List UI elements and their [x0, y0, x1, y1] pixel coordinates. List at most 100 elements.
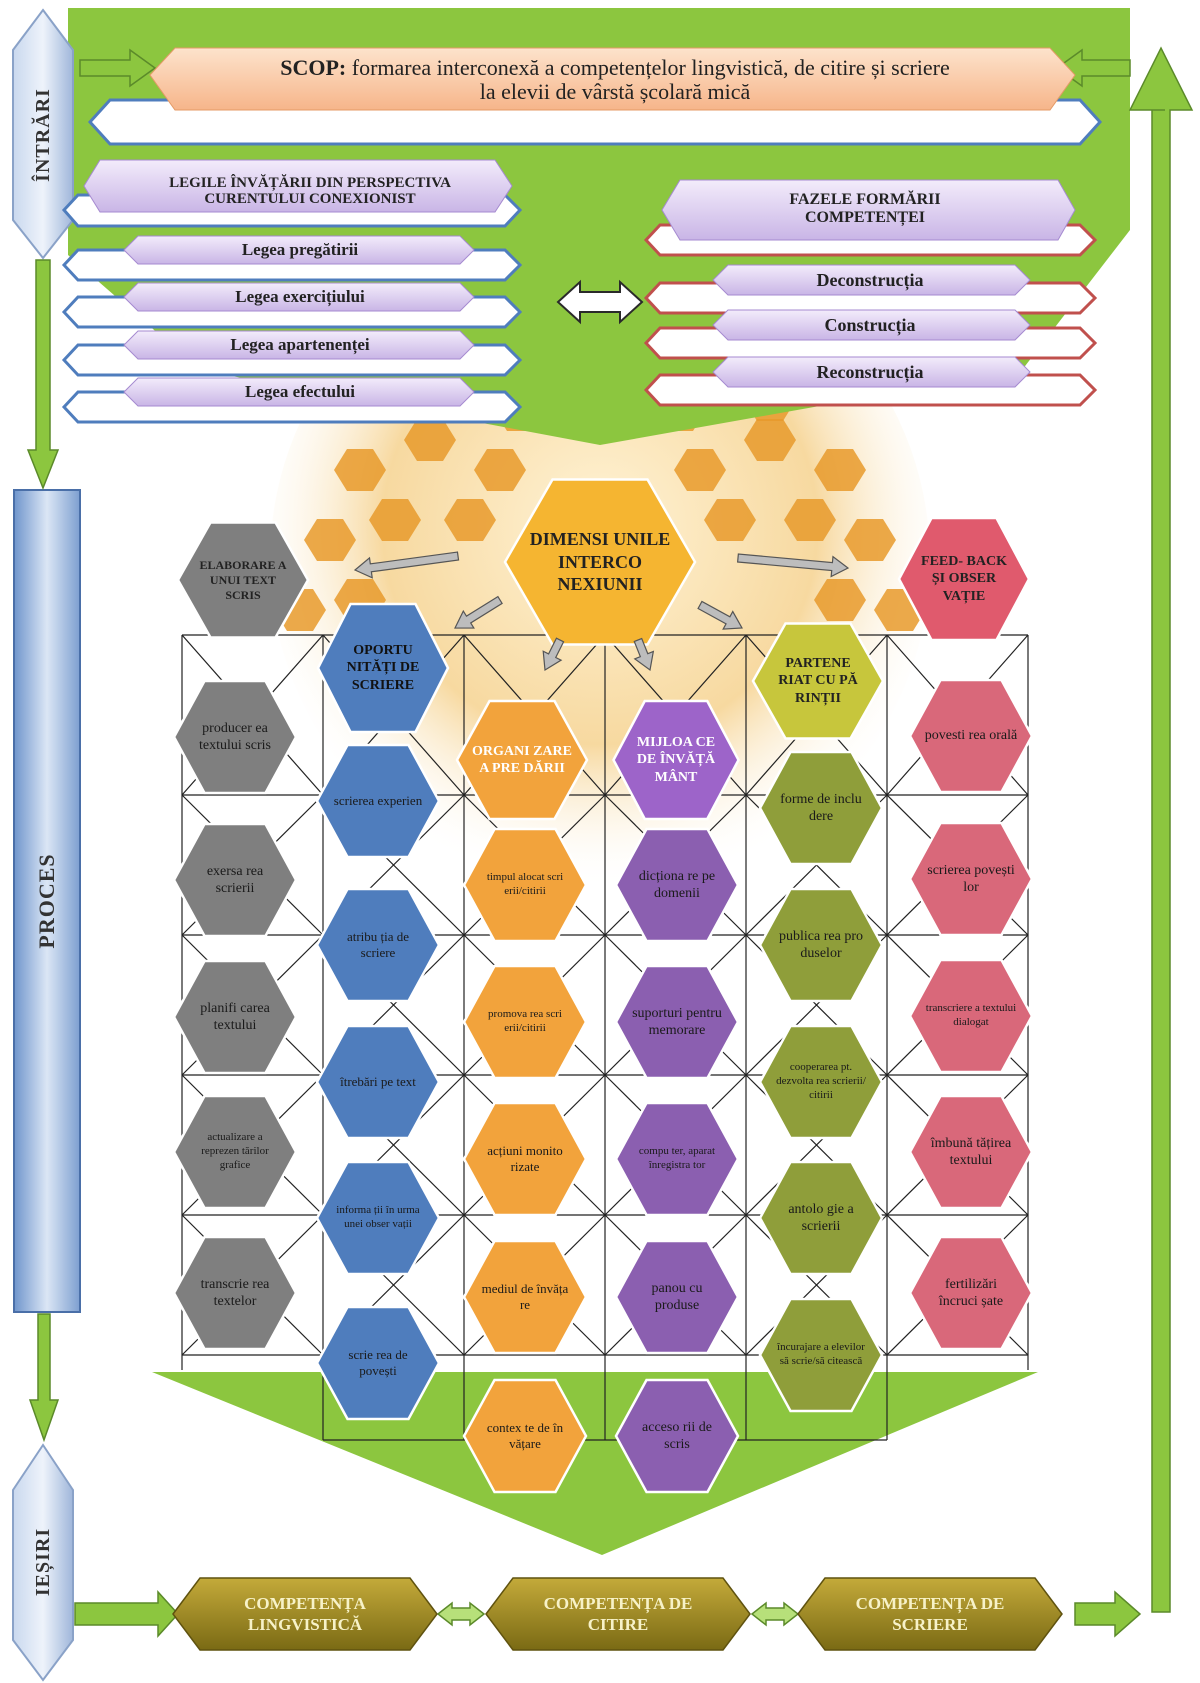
item-hex-c5-r2-label: publica rea pro duselor: [779, 928, 863, 962]
phase-banner: [712, 264, 1031, 296]
phase-item-3: Reconstrucția: [816, 361, 924, 382]
sphere-cell: [844, 519, 896, 561]
item-hex-c5-r1: [758, 750, 884, 866]
item-hex-c3-r5: [462, 1378, 588, 1494]
item-hex-c3-r4: [462, 1239, 588, 1355]
dimension-header-3-label: ORGANI ZARE A PRE DĂRII: [472, 743, 572, 777]
item-hex-c4-r4: [614, 1239, 740, 1355]
process-side-banner: [13, 489, 81, 1313]
dimension-header-2-label: OPORTU NITĂȚI DE SCRIERE: [346, 642, 420, 693]
item-hex-c2-r4: [315, 1160, 441, 1276]
item-hex-c4-r5-label: acceso rii de scris: [642, 1419, 712, 1453]
sphere-cell: [369, 499, 421, 541]
item-hex-c3-r1-label: timpul alocat scri erii/citirii: [486, 871, 564, 897]
law-banner: [123, 377, 475, 407]
competence-hex-2: [485, 1577, 751, 1651]
item-hex-c5-r3: [758, 1024, 884, 1140]
phases-banners: [643, 179, 1098, 407]
item-hex-c5-r4: [758, 1160, 884, 1276]
item-hex-c3-r1: [462, 827, 588, 943]
outputs-green-funnel: [152, 1372, 1038, 1555]
dimension-header-1-label: ELABORARE A UNUI TEXT SCRIS: [199, 557, 287, 602]
item-hex-c2-r2: [315, 887, 441, 1003]
phases-title-line2: COMPETENȚEI: [804, 209, 925, 226]
feedback-up-arrow: [1128, 46, 1194, 1613]
phase-banner: [712, 356, 1031, 388]
item-hex-c3-r2: [462, 964, 588, 1080]
item-hex-c3-r2-label: promova rea scri erii/citirii: [488, 1008, 562, 1034]
law-banner: [123, 282, 475, 312]
item-hex-c5-r1-label: forme de inclu dere: [780, 791, 862, 825]
dimension-arrow: [353, 551, 460, 579]
item-hex-c1-r3: [172, 959, 298, 1075]
goal-line2: la elevii de vârstă școlară mică: [479, 79, 751, 104]
item-hex-c2-r1-label: scrierea experien: [333, 792, 423, 808]
item-hex-c5-r4-label: antolo gie a scrierii: [788, 1201, 854, 1235]
laws-title: LEGILE ÎNVĂȚĂRII DIN PERSPECTIVA CURENTU…: [100, 170, 520, 212]
dimension-arrow: [454, 595, 503, 629]
item-hex-c2-r5-label: scrie rea de povești: [348, 1346, 408, 1378]
dimension-header-4-label: MIJLOA CE DE ÎNVĂȚĂ MÂNT: [636, 734, 716, 785]
dimension-header-4: [612, 699, 740, 821]
dimension-header-5: [751, 622, 885, 740]
dimension-header-3: [455, 699, 589, 821]
item-hex-c6-r3-label: transcriere a textului dialogat: [925, 1002, 1017, 1028]
item-hex-c2-r2-label: atribu ția de scriere: [346, 928, 410, 960]
law-banner: [123, 330, 475, 360]
sphere-cell: [334, 449, 386, 491]
inputs-label: ÎNTRĂRI: [31, 88, 54, 182]
laws-title-line1: LEGILE ÎNVĂȚĂRII DIN PERSPECTIVA: [169, 174, 451, 191]
law-item-2: Legea exercițiului: [235, 287, 365, 307]
item-hex-c6-r5: [908, 1235, 1034, 1351]
item-hex-c1-r5-label: transcrie rea textelor: [200, 1276, 270, 1310]
item-hex-c6-r1: [908, 678, 1034, 794]
item-hex-c1-r4: [172, 1094, 298, 1210]
sphere-cell: [404, 419, 456, 461]
scop-banner: [149, 47, 1076, 111]
outputs-label: IEȘIRI: [31, 1527, 54, 1597]
item-hex-c3-r5-label: contex te de în vățare: [486, 1419, 564, 1451]
item-hex-c1-r1: [172, 679, 298, 795]
competence-label-1: COMPETENȚA LINGVISTICĂ: [244, 1593, 366, 1634]
laws-title-line2: CURENTULUI CONEXIONIST: [204, 191, 416, 207]
right-arrow-from-comp3: [1074, 1590, 1142, 1638]
scop-left-arrow: [79, 48, 157, 88]
center-dimensions-hex-label: DIMENSI UNILE INTERCO NEXIUNII: [529, 529, 671, 595]
item-hex-c1-r1-label: producer ea textului scris: [199, 720, 271, 754]
phase-item-2: Construcția: [824, 314, 916, 335]
item-hex-c6-r2-label: scrierea povești lor: [927, 862, 1015, 896]
item-hex-c1-r3-label: planifi carea textului: [200, 1000, 270, 1034]
interconnection-grid: [181, 634, 1029, 1441]
phases-title-banner: [661, 179, 1076, 241]
sphere-cell: [444, 499, 496, 541]
item-hex-c4-r3: [614, 1101, 740, 1217]
item-hex-c2-r4-label: informa ții în urma unei obser vații: [336, 1204, 420, 1230]
dimension-arrows: [353, 551, 850, 672]
item-hex-c6-r3: [908, 958, 1034, 1074]
competence-label-3: COMPETENȚA DE SCRIERE: [855, 1593, 1005, 1634]
sphere-cell: [704, 499, 756, 541]
dimension-header-2: [316, 602, 450, 734]
law-banner: [123, 235, 475, 265]
item-hex-c5-r5: [758, 1297, 884, 1413]
law-item-4: Legea efectului: [245, 382, 355, 402]
competences-layer: [172, 1577, 1063, 1651]
law-item-1: Legea pregătirii: [241, 240, 359, 260]
dimension-header-6-label: FEED- BACK ȘI OBSER VAȚIE: [921, 553, 1007, 604]
item-hex-c3-r4-label: mediul de învăța re: [481, 1280, 569, 1312]
item-hex-c5-r2: [758, 887, 884, 1003]
item-hex-c6-r4-label: îmbună tățirea textului: [930, 1135, 1012, 1169]
item-hex-c5-r5-label: încurajare a elevilor să scrie/să citeas…: [777, 1341, 865, 1367]
item-hex-c4-r5: [614, 1378, 740, 1494]
scop-banner-shadow: [87, 98, 1103, 146]
right-arrow-to-comp1: [74, 1590, 180, 1638]
down-arrow-process-to-outputs: [28, 1313, 60, 1443]
sphere-cell: [814, 449, 866, 491]
inputs-side-banner: [12, 8, 74, 260]
competence-hex-3: [797, 1577, 1063, 1651]
laws-banners: [61, 159, 523, 424]
law-item-3: Legea apartenenței: [230, 335, 370, 355]
goal-label: SCOP:: [280, 54, 347, 80]
competence-label-2: COMPETENȚA DE CITIRE: [543, 1593, 693, 1634]
